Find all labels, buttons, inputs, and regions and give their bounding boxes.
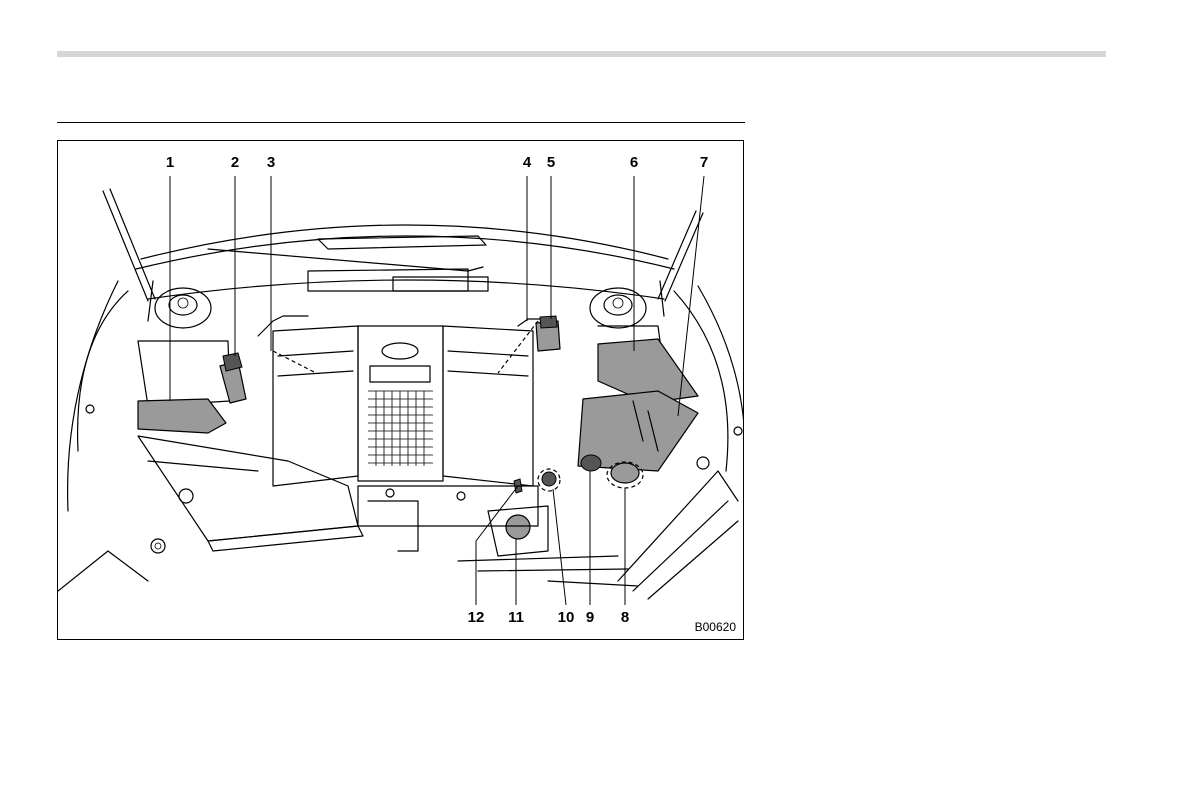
callout-8: 8 (621, 609, 629, 626)
callout-1: 1 (166, 154, 174, 171)
engine-compartment-figure: 1 2 3 4 5 6 7 8 9 10 11 12 B00620 (57, 140, 744, 640)
engine-compartment-drawing: 1 2 3 4 5 6 7 8 9 10 11 12 B00620 (58, 141, 744, 640)
callout-7: 7 (700, 154, 708, 171)
callout-2: 2 (231, 154, 239, 171)
callout-11: 11 (508, 609, 524, 626)
air-cleaner-part (138, 399, 226, 433)
engine-block (258, 316, 548, 486)
callout-3: 3 (267, 154, 275, 171)
header-rule (57, 51, 1106, 57)
figure-code: B00620 (695, 620, 737, 634)
air-intake-duct (138, 436, 363, 551)
callout-10: 10 (558, 609, 575, 626)
callout-9: 9 (586, 609, 594, 626)
reservoir-part (536, 316, 560, 351)
strut-towers (138, 288, 668, 406)
callout-5: 5 (547, 154, 555, 171)
callout-4: 4 (523, 154, 532, 171)
callout-12: 12 (468, 609, 485, 626)
callout-6: 6 (630, 154, 638, 171)
section-rule (57, 122, 745, 123)
caps (488, 455, 639, 556)
lower-structure (358, 486, 638, 586)
battery-part (220, 353, 246, 403)
